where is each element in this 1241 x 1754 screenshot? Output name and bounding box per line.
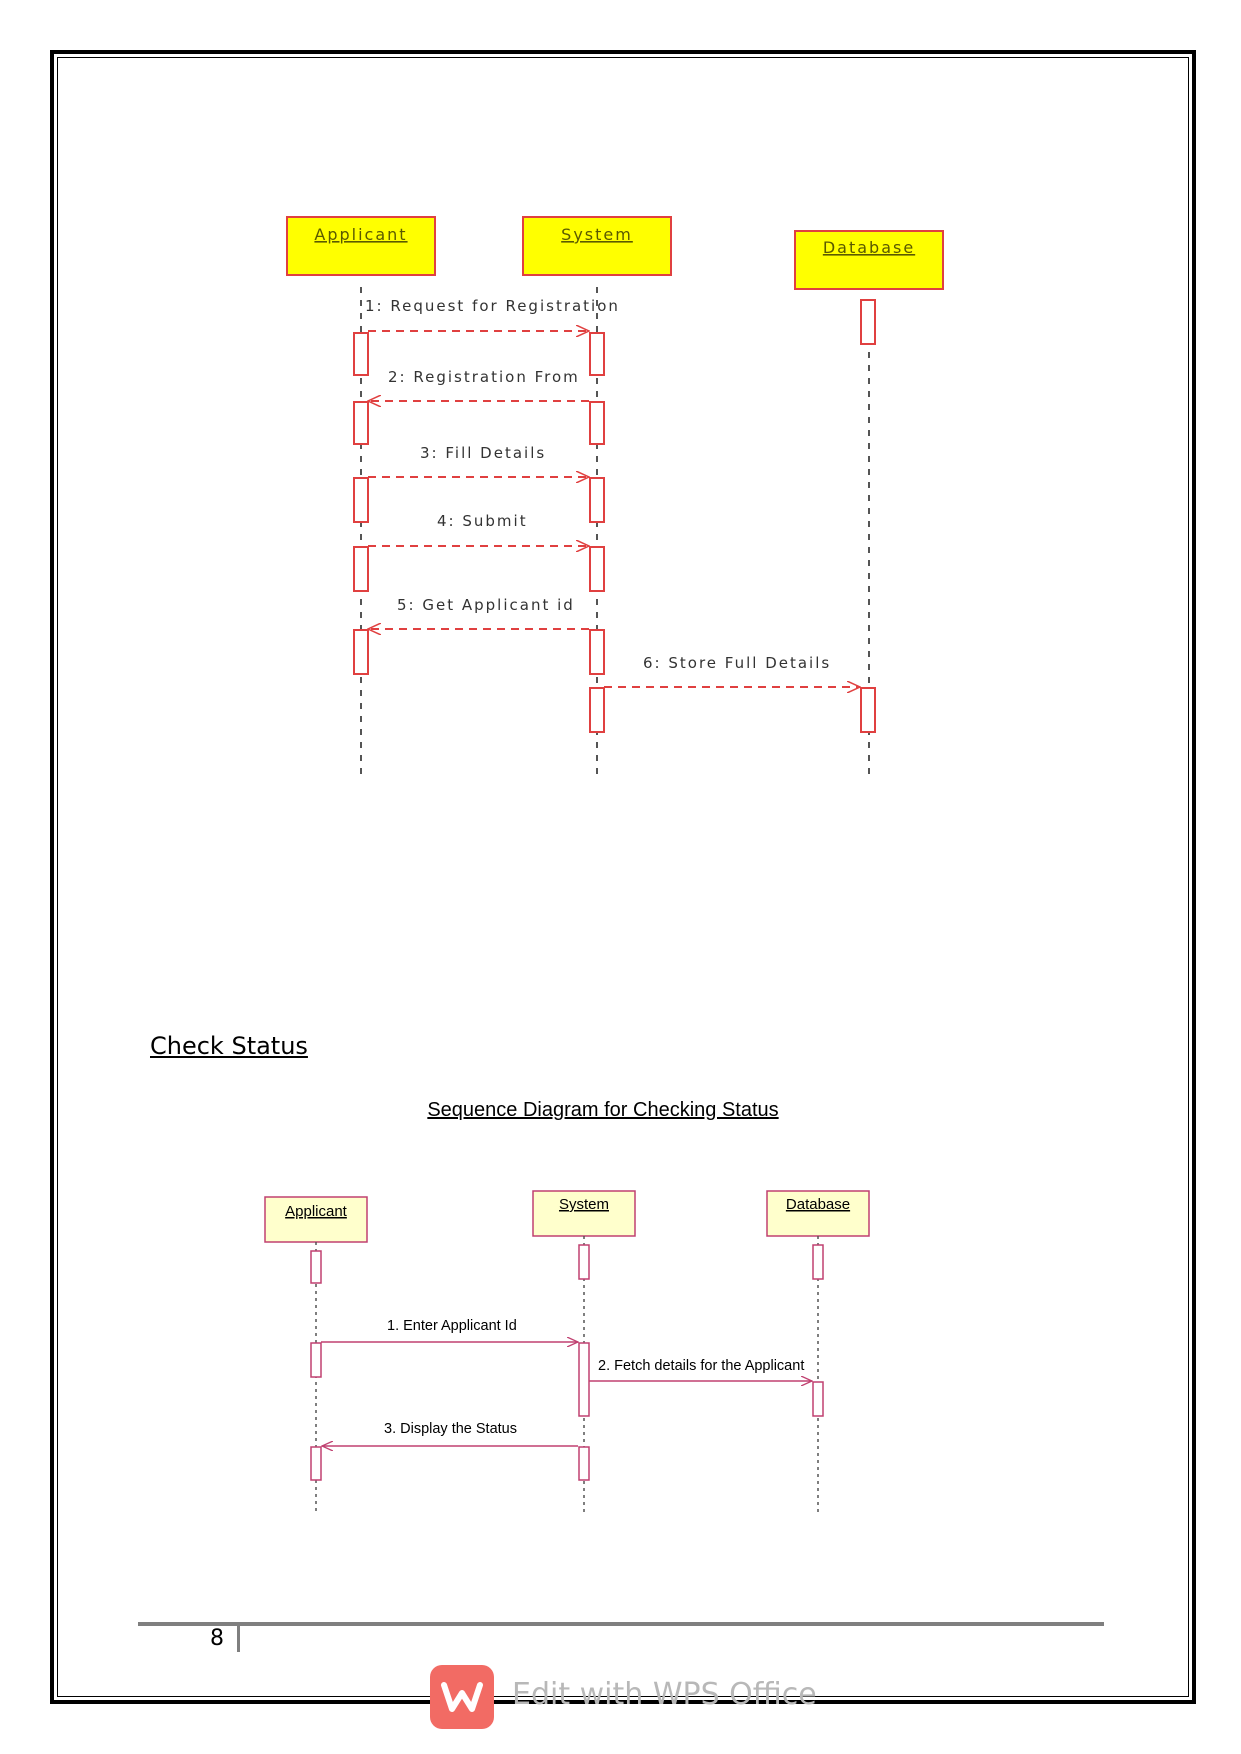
message-4-label: 4: Submit [437, 512, 528, 530]
lifeline-label-system-2: System [559, 1196, 609, 1213]
message-3-label: 3: Fill Details [420, 444, 546, 462]
lifeline-label-applicant-2: Applicant [285, 1203, 348, 1220]
lifeline-label-applicant: Applicant [314, 225, 407, 244]
message-arrows-1 [368, 331, 860, 687]
diagram2: Sequence Diagram for Checking Status App… [264, 1099, 870, 1515]
message-labels-2: 1. Enter Applicant Id 2. Fetch details f… [384, 1318, 804, 1437]
lifeline-box-applicant-2 [264, 1196, 368, 1243]
activation-bars-1 [353, 299, 876, 733]
message-2-label: 2: Registration From [388, 368, 580, 386]
lifeline-label-database: Database [823, 238, 915, 257]
lifeline-label-database-2: Database [786, 1196, 850, 1213]
lifeline-box-database-2 [766, 1190, 870, 1237]
diagram1: Applicant System Database [286, 216, 944, 780]
activation-bars-2 [310, 1244, 824, 1481]
message-2-2-label: 2. Fetch details for the Applicant [598, 1358, 804, 1374]
lifeline-label-system: System [561, 225, 633, 244]
footer-rule [138, 1622, 1104, 1626]
wps-watermark-text[interactable]: Edit with WPS Office [512, 1677, 817, 1712]
section-heading: Check Status [150, 1032, 308, 1060]
message-1-label: 1: Request for Registration [365, 297, 620, 315]
page-number: 8 [210, 1626, 224, 1651]
message-5-label: 5: Get Applicant id [397, 596, 575, 614]
wps-logo-icon[interactable] [430, 1665, 494, 1729]
message-labels-1: 1: Request for Registration 2: Registrat… [365, 297, 831, 672]
message-arrows-2 [321, 1342, 812, 1446]
message-2-3-label: 3. Display the Status [384, 1421, 517, 1437]
message-6-label: 6: Store Full Details [643, 654, 831, 672]
lifeline-box-applicant [286, 216, 436, 276]
lifeline-box-database [794, 230, 944, 290]
page-border-inner [57, 57, 1189, 1697]
lifeline-box-system-2 [532, 1190, 636, 1237]
lifeline-box-system [522, 216, 672, 276]
message-2-1-label: 1. Enter Applicant Id [387, 1318, 517, 1334]
page-border [50, 50, 1196, 1704]
diagram-title: Sequence Diagram for Checking Status [427, 1099, 778, 1121]
page-number-divider [237, 1626, 240, 1652]
